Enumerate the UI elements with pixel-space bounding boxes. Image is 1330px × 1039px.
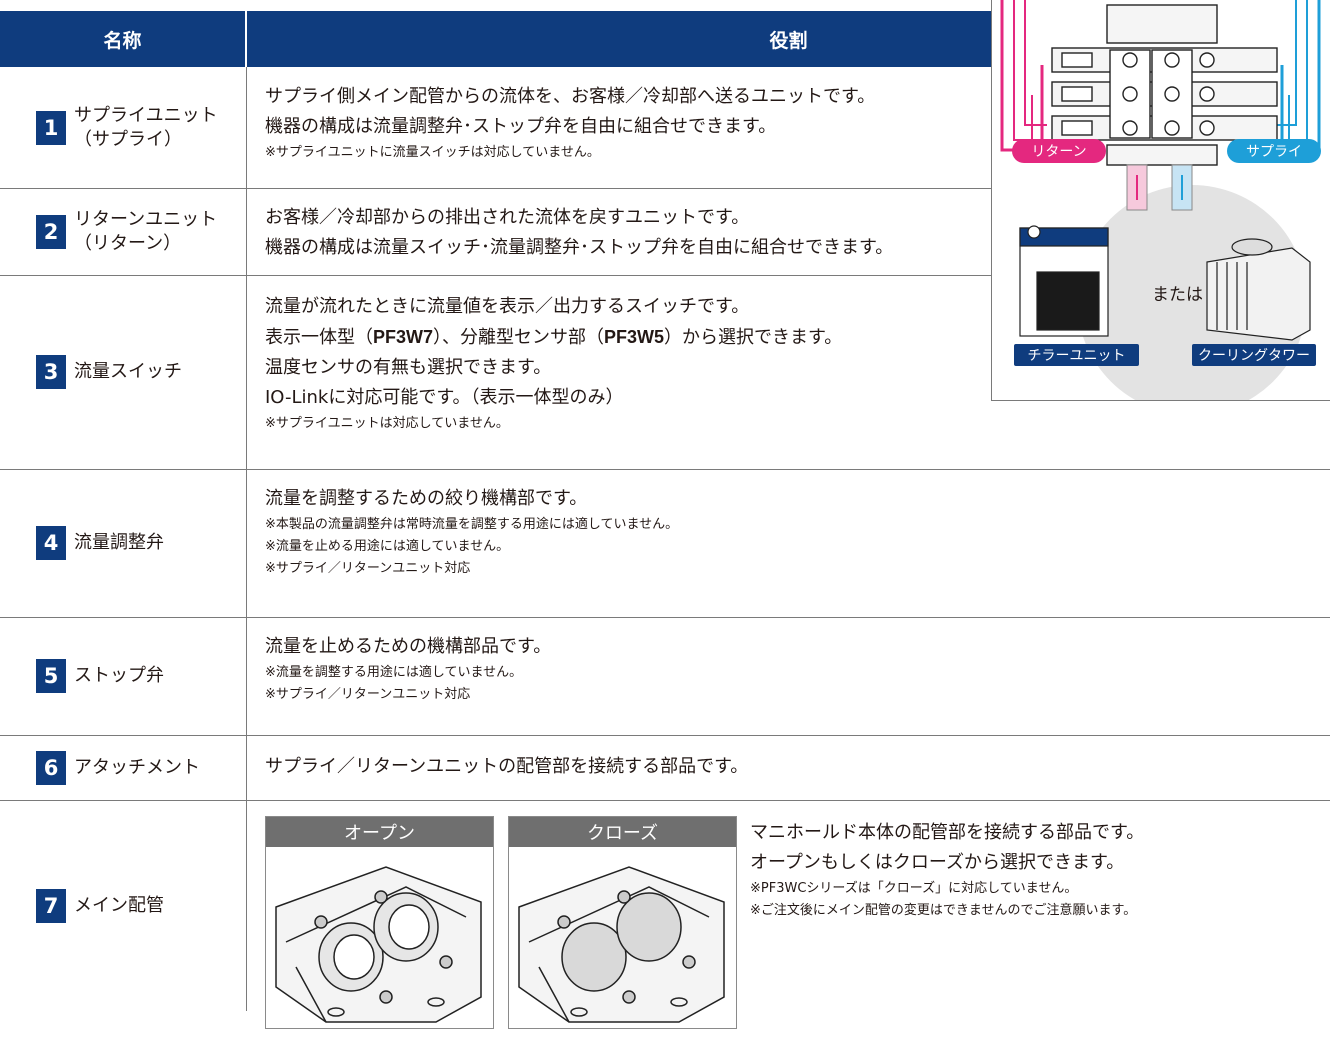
role-line: 流量が流れたときに流量値を表示／出力するスイッチです。 bbox=[265, 296, 750, 317]
role-note: ※流量を調整する用途には適していません。 bbox=[265, 665, 523, 680]
role-line: 流量を止めるための機構部品です。 bbox=[265, 636, 552, 657]
row-divider bbox=[0, 735, 1330, 736]
role-line: 表示一体型（PF3W7）、分離型センサ部（PF3W5）から選択できます。 bbox=[265, 322, 842, 353]
role-note: ※サプライ／リターンユニット対応 bbox=[265, 561, 471, 576]
name-line: メイン配管 bbox=[74, 894, 164, 916]
name-line: リターンユニット bbox=[74, 208, 218, 230]
name-line: 流量スイッチ bbox=[74, 361, 182, 382]
row-name-text: アタッチメント bbox=[74, 756, 200, 780]
name-line: （リターン） bbox=[74, 232, 182, 254]
row-name-7: 7 メイン配管 bbox=[0, 800, 245, 1011]
chiller-tag: チラーユニット bbox=[1014, 344, 1139, 366]
role-line: サプライ／リターンユニットの配管部を接続する部品です。 bbox=[265, 756, 749, 777]
role-note: ※サプライユニットに流量スイッチは対応していません。 bbox=[265, 145, 600, 160]
role-line: お客様／冷却部からの排出された流体を戻すユニットです。 bbox=[265, 207, 750, 228]
photo-label: オープン bbox=[266, 817, 493, 847]
photo-label: クローズ bbox=[509, 817, 736, 847]
column-divider bbox=[246, 67, 247, 1011]
row-name-text: 流量調整弁 bbox=[74, 531, 164, 555]
role-line: オープンもしくはクローズから選択できます。 bbox=[750, 852, 1125, 873]
row-divider bbox=[0, 188, 1330, 189]
role-note: ※ご注文後にメイン配管の変更はできませんのでご注意願います。 bbox=[750, 903, 1137, 918]
role-line: マニホールド本体の配管部を接続する部品です。 bbox=[750, 822, 1145, 843]
row-role-1: サプライ側メイン配管からの流体を、お客様／冷却部へ送るユニットです。 機器の構成… bbox=[265, 82, 875, 164]
row-role-7: マニホールド本体の配管部を接続する部品です。 オープンもしくはクローズから選択で… bbox=[750, 818, 1144, 922]
name-line: アタッチメント bbox=[74, 756, 200, 778]
name-line: （サプライ） bbox=[74, 128, 182, 150]
role-line: 機器の構成は流量スイッチ･流量調整弁･ストップ弁を自由に組合せできます。 bbox=[265, 237, 894, 258]
role-note: ※流量を止める用途には適していません。 bbox=[265, 539, 510, 554]
role-note: ※サプライユニットは対応していません。 bbox=[265, 416, 509, 431]
row-name-2: 2 リターンユニット （リターン） bbox=[0, 188, 245, 275]
supply-tag: サプライ bbox=[1227, 139, 1321, 163]
row-divider bbox=[0, 469, 1330, 470]
role-note: ※PF3WCシリーズは「クローズ」に対応していません。 bbox=[750, 881, 1078, 896]
row-number-badge: 1 bbox=[36, 110, 66, 145]
role-note: ※本製品の流量調整弁は常時流量を調整する用途には適していません。 bbox=[265, 517, 679, 532]
photo-close-pipe: クローズ bbox=[508, 816, 737, 1029]
row-name-3: 3 流量スイッチ bbox=[0, 275, 245, 469]
row-name-5: 5 ストップ弁 bbox=[0, 617, 245, 735]
row-name-text: 流量スイッチ bbox=[74, 360, 182, 384]
row-number-badge: 3 bbox=[36, 355, 66, 389]
role-line: 機器の構成は流量調整弁･ストップ弁を自由に組合せできます。 bbox=[265, 116, 777, 137]
model-code: PF3W5 bbox=[604, 327, 665, 347]
row-role-4: 流量を調整するための絞り機構部です。 ※本製品の流量調整弁は常時流量を調整する用… bbox=[265, 484, 678, 580]
row-name-text: リターンユニット （リターン） bbox=[74, 208, 217, 256]
row-name-text: メイン配管 bbox=[74, 894, 164, 918]
row-name-4: 4 流量調整弁 bbox=[0, 469, 245, 617]
role-line: 温度センサの有無も選択できます。 bbox=[265, 357, 552, 378]
row-number-badge: 6 bbox=[36, 750, 66, 785]
row-name-text: ストップ弁 bbox=[74, 664, 164, 688]
row-divider bbox=[0, 617, 1330, 618]
system-diagram-panel: リターン サプライ または チラーユニット クーリングタワー bbox=[991, 0, 1330, 401]
row-role-6: サプライ／リターンユニットの配管部を接続する部品です。 bbox=[265, 752, 748, 782]
or-text: または bbox=[1152, 280, 1203, 305]
row-number-badge: 7 bbox=[36, 888, 66, 923]
row-name-text: サプライユニット （サプライ） bbox=[74, 104, 218, 152]
row-divider bbox=[0, 800, 1330, 801]
role-line: 流量を調整するための絞り機構部です。 bbox=[265, 488, 588, 509]
row-number-badge: 5 bbox=[36, 659, 66, 693]
row-role-3: 流量が流れたときに流量値を表示／出力するスイッチです。 表示一体型（PF3W7）… bbox=[265, 292, 842, 435]
role-note: ※サプライ／リターンユニット対応 bbox=[265, 687, 471, 702]
role-text: ）から選択できます。 bbox=[664, 327, 843, 348]
model-code: PF3W7 bbox=[373, 327, 434, 347]
name-line: ストップ弁 bbox=[74, 665, 164, 686]
photo-open-pipe: オープン bbox=[265, 816, 494, 1029]
row-role-2: お客様／冷却部からの排出された流体を戻すユニットです。 機器の構成は流量スイッチ… bbox=[265, 203, 893, 263]
row-divider bbox=[0, 275, 1330, 276]
row-name-1: 1 サプライユニット （サプライ） bbox=[0, 67, 245, 188]
tower-tag: クーリングタワー bbox=[1192, 344, 1316, 366]
row-name-6: 6 アタッチメント bbox=[0, 735, 245, 800]
role-text: ）、分離型センサ部（ bbox=[433, 327, 605, 348]
row-role-5: 流量を止めるための機構部品です。 ※流量を調整する用途には適していません。 ※サ… bbox=[265, 632, 551, 706]
role-line: IO-Linkに対応可能です。（表示一体型のみ） bbox=[265, 387, 624, 408]
row-number-badge: 4 bbox=[36, 526, 66, 560]
role-line: サプライ側メイン配管からの流体を、お客様／冷却部へ送るユニットです。 bbox=[265, 86, 876, 107]
name-line: サプライユニット bbox=[74, 104, 218, 126]
close-pipe-illustration bbox=[518, 866, 725, 1023]
return-tag: リターン bbox=[1012, 139, 1106, 163]
row-number-badge: 2 bbox=[36, 214, 66, 249]
open-pipe-illustration bbox=[275, 866, 482, 1023]
role-text: 表示一体型（ bbox=[265, 327, 373, 348]
column-header-name: 名称 bbox=[0, 11, 245, 67]
manifold-diagram bbox=[1000, 0, 1321, 400]
name-line: 流量調整弁 bbox=[74, 532, 164, 553]
